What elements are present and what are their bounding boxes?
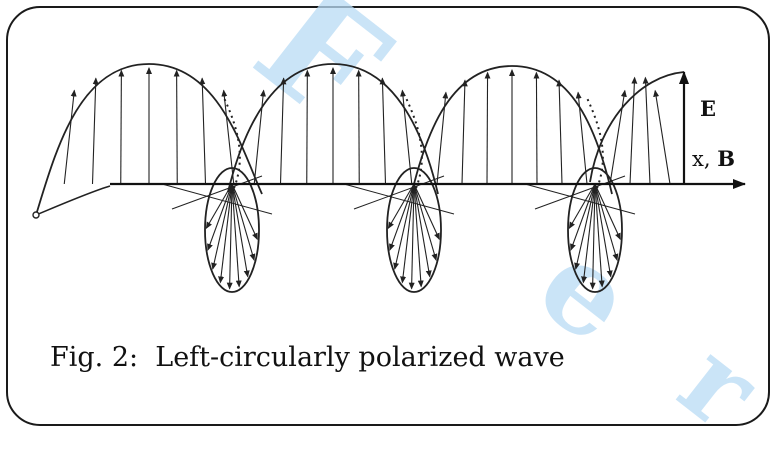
field-vector-arrow [231, 183, 250, 278]
projection-line [171, 175, 263, 210]
hidden-path-dotted [405, 97, 423, 189]
field-vector-arrow [594, 183, 619, 261]
field-vector-arrow [484, 71, 491, 185]
wave-start-tail [35, 185, 111, 216]
polarization-ellipse [567, 167, 623, 293]
wave-start-point [32, 211, 40, 219]
projection-line [534, 175, 626, 210]
field-vector-arrow [581, 183, 596, 284]
wave-envelope [411, 65, 613, 195]
field-vector-arrow [207, 183, 233, 251]
field-vector-arrow [609, 89, 627, 185]
field-vector-arrow [594, 183, 613, 278]
field-vector-arrow [387, 183, 415, 230]
field-vector-arrow [408, 183, 415, 290]
field-vector-arrow [575, 91, 588, 185]
field-vector-arrow [304, 69, 311, 185]
field-vector-arrow [574, 183, 596, 270]
field-vector-arrow [629, 76, 638, 185]
x-b-axis-label: x, B [692, 148, 735, 170]
field-vector-arrow [91, 77, 99, 185]
field-vector-arrow [379, 77, 387, 185]
wave-envelope [35, 63, 263, 216]
field-vector-arrow [218, 183, 233, 284]
wave-envelope [589, 71, 685, 183]
field-vector-arrow [279, 77, 287, 185]
b-field-label: B [717, 146, 735, 171]
projection-line [353, 175, 445, 210]
field-vector-arrow [231, 183, 256, 261]
field-vector-arrow [570, 183, 596, 251]
field-vector-arrow [556, 79, 563, 185]
x-axis-label: x, [692, 147, 718, 171]
field-vector-arrow [205, 183, 233, 230]
field-vector-arrow [355, 69, 362, 185]
field-vector-arrow [253, 89, 266, 185]
field-vector-arrow [413, 183, 438, 261]
wave-diagram [32, 63, 746, 293]
e-field-label: E [700, 96, 717, 121]
field-vector-arrow [642, 76, 651, 185]
polarization-ellipse [386, 167, 442, 293]
polarization-ellipse [204, 167, 260, 293]
field-vector-arrow [231, 183, 242, 288]
field-vector-arrow [461, 79, 468, 185]
projection-line [343, 183, 455, 215]
projection-line [524, 183, 636, 215]
field-vector-arrow [400, 183, 415, 284]
field-vector-arrow [413, 183, 432, 278]
field-vector-arrow [594, 183, 621, 241]
field-vector-arrow [389, 183, 415, 251]
field-vector-arrow [199, 77, 207, 185]
wave-envelope [227, 63, 439, 195]
field-vector-arrow [533, 71, 540, 185]
field-vector-arrow [118, 69, 125, 185]
wave-group [32, 63, 685, 293]
field-vector-arrow [231, 183, 258, 241]
field-vector-arrow [413, 183, 440, 241]
field-vector-arrow [226, 183, 233, 290]
field-vector-arrow [653, 89, 671, 185]
projection-line [161, 183, 273, 215]
field-vector-arrow [63, 89, 77, 185]
field-vector-arrow [589, 183, 596, 290]
field-vector-arrow [393, 183, 415, 270]
field-vector-arrow [594, 183, 605, 288]
field-vector-arrow [211, 183, 233, 270]
figure-caption: Fig. 2: Left-circularly polarized wave [50, 342, 565, 373]
field-vector-arrow [568, 183, 596, 230]
field-vector-arrow [413, 183, 424, 288]
field-vector-arrow [173, 69, 180, 185]
field-vector-arrow [436, 91, 449, 185]
